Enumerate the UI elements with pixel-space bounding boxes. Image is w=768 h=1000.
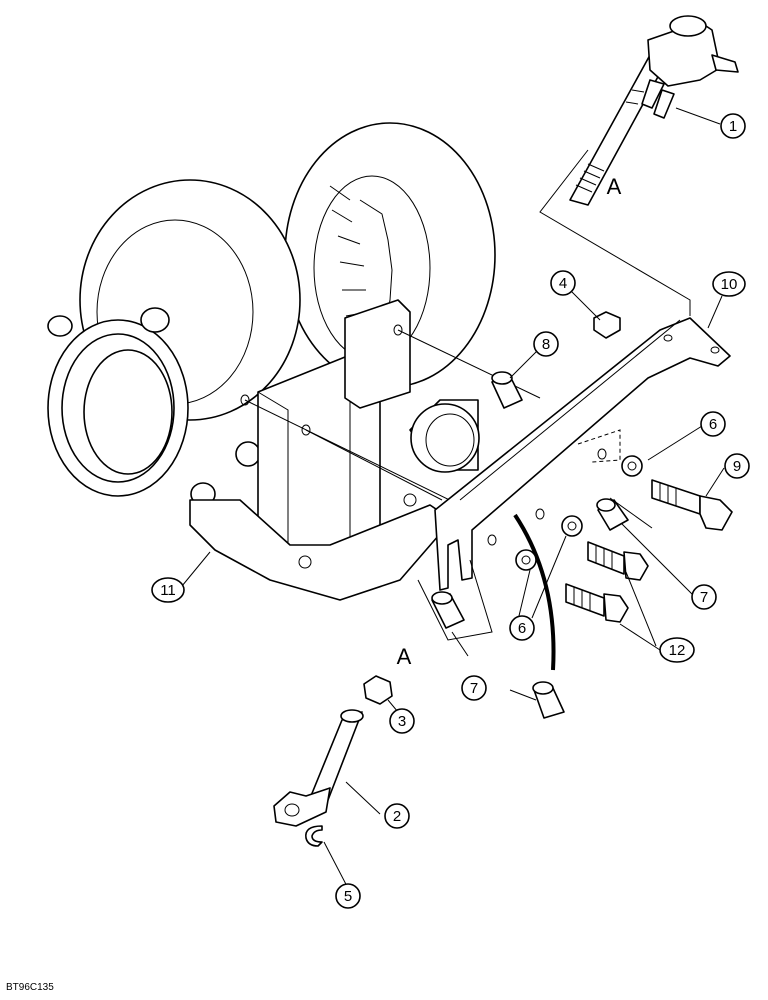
callout-10: 10 <box>712 271 746 297</box>
callout-4-label: 4 <box>559 275 567 292</box>
callout-7-right-label: 7 <box>700 589 708 606</box>
callout-2-label: 2 <box>393 808 401 825</box>
callout-5: 5 <box>335 883 361 909</box>
nut-part-3 <box>363 675 393 705</box>
callout-3: 3 <box>389 708 415 734</box>
callout-11-label: 11 <box>160 582 176 599</box>
view-letter-a-top: A <box>607 174 622 199</box>
figure-code: BT96C135 <box>6 982 54 993</box>
callout-4: 4 <box>550 270 576 296</box>
spacers-part-7 <box>431 498 629 719</box>
callout-11: 11 <box>151 577 185 603</box>
rod-end-part-2 <box>273 709 364 827</box>
wastegate-actuator <box>569 15 739 206</box>
callout-6-upper-label: 6 <box>709 416 717 433</box>
callout-10-label: 10 <box>721 276 738 293</box>
callout-8-label: 8 <box>542 336 550 353</box>
washers-part-6 <box>515 455 643 571</box>
bolt-part-9 <box>651 479 733 531</box>
callout-5-label: 5 <box>344 888 352 905</box>
callout-leaders <box>181 107 725 893</box>
callout-12-label: 12 <box>669 642 686 659</box>
callout-9: 9 <box>724 453 750 479</box>
callout-3-label: 3 <box>398 713 406 730</box>
clip-part-5 <box>305 825 323 847</box>
callout-7-lower: 7 <box>461 675 487 701</box>
turbocharger-assembly <box>47 122 496 601</box>
bolts-part-12 <box>565 541 649 623</box>
mounting-bracket <box>434 317 731 591</box>
callout-8: 8 <box>533 331 559 357</box>
callout-6-lower-label: 6 <box>518 620 526 637</box>
callout-12: 12 <box>659 637 695 663</box>
view-letter-a-bottom: A <box>397 644 412 669</box>
callout-6-upper: 6 <box>700 411 726 437</box>
spacer-guide-lines <box>417 497 653 641</box>
callout-6-lower: 6 <box>509 615 535 641</box>
callout-2: 2 <box>384 803 410 829</box>
callout-7-right: 7 <box>691 584 717 610</box>
callout-1-label: 1 <box>729 118 737 135</box>
callout-9-label: 9 <box>733 458 741 475</box>
nut-part-4 <box>593 311 621 339</box>
spacer-part-8 <box>491 371 523 409</box>
actuator-guide-line <box>539 149 691 316</box>
callout-1: 1 <box>720 113 746 139</box>
curved-travel-arrow <box>513 513 556 671</box>
callout-7-lower-label: 7 <box>470 680 478 697</box>
assembly-guide-lines <box>244 329 541 511</box>
